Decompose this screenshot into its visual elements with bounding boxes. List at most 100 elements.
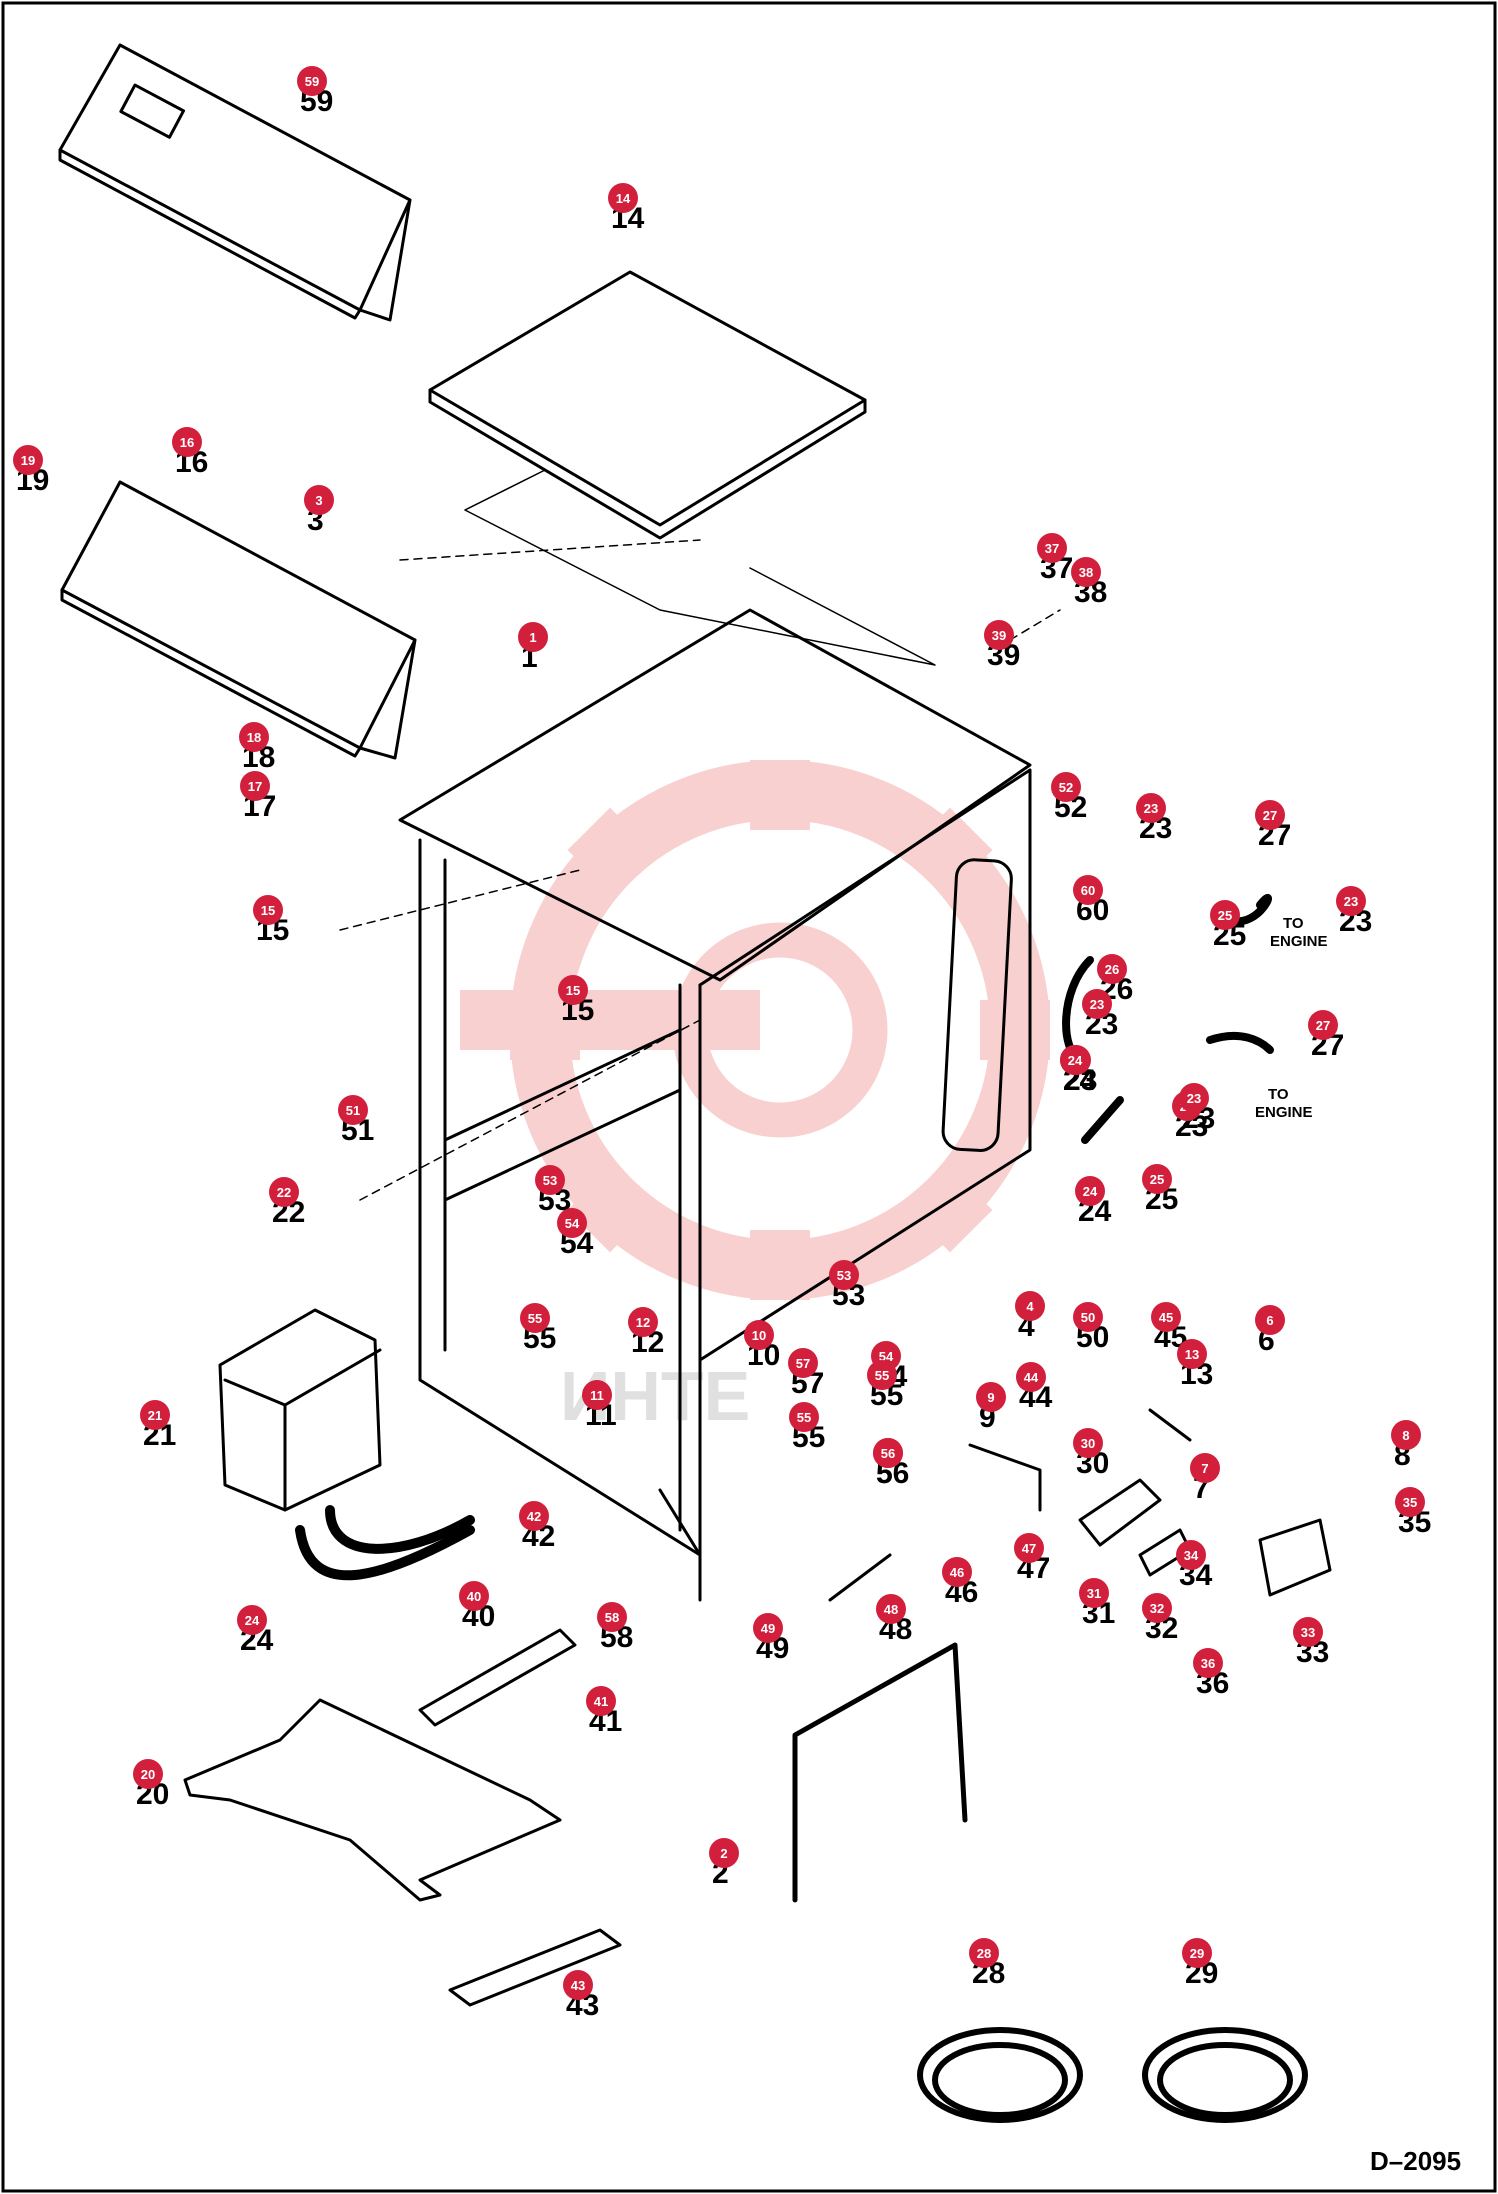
callout-2[interactable]: 2 [709,1838,739,1868]
svg-text:16: 16 [180,435,194,450]
callout-53[interactable]: 53 [535,1165,565,1195]
callout-9[interactable]: 9 [976,1382,1006,1412]
callout-39[interactable]: 39 [984,620,1014,650]
svg-text:33: 33 [1301,1625,1315,1640]
callout-52[interactable]: 52 [1051,772,1081,802]
svg-text:52: 52 [1059,780,1073,795]
callout-23[interactable]: 23 [1136,793,1166,823]
callout-3[interactable]: 3 [304,485,334,515]
callout-11[interactable]: 11 [582,1380,612,1410]
callout-42[interactable]: 42 [519,1501,549,1531]
callout-57[interactable]: 57 [788,1348,818,1378]
floor-mat-20 [183,1698,562,1902]
callout-51[interactable]: 51 [338,1095,368,1125]
callout-22[interactable]: 22 [269,1177,299,1207]
callout-43[interactable]: 43 [563,1970,593,2000]
seal-coil-29 [1142,2027,1308,2123]
callout-15[interactable]: 15 [558,975,588,1005]
callout-23[interactable]: 23 [1179,1083,1209,1113]
callout-7[interactable]: 7 [1190,1453,1220,1483]
callout-46[interactable]: 46 [942,1557,972,1587]
callout-29[interactable]: 29 [1182,1938,1212,1968]
callout-10[interactable]: 10 [744,1320,774,1350]
callout-38[interactable]: 38 [1071,557,1101,587]
callout-58[interactable]: 58 [597,1602,627,1632]
callout-25[interactable]: 25 [1210,900,1240,930]
callout-23[interactable]: 23 [1336,886,1366,916]
svg-text:28: 28 [977,1946,991,1961]
callout-56[interactable]: 56 [873,1438,903,1468]
callout-49[interactable]: 49 [753,1613,783,1643]
callout-17[interactable]: 17 [240,771,270,801]
cab-body-1 [398,608,1032,1602]
callout-53[interactable]: 53 [829,1260,859,1290]
callout-44[interactable]: 44 [1016,1362,1046,1392]
callout-19[interactable]: 19 [13,445,43,475]
callout-28[interactable]: 28 [969,1938,999,1968]
callout-26[interactable]: 26 [1097,954,1127,984]
callout-48[interactable]: 48 [876,1594,906,1624]
callout-18[interactable]: 18 [239,722,269,752]
callout-15[interactable]: 15 [253,895,283,925]
svg-text:29: 29 [1190,1946,1204,1961]
callout-50[interactable]: 50 [1073,1302,1103,1332]
callout-24[interactable]: 24 [1075,1176,1105,1206]
callout-25[interactable]: 25 [1142,1164,1172,1194]
callout-24[interactable]: 24 [1060,1045,1090,1075]
svg-text:12: 12 [636,1315,650,1330]
callout-55[interactable]: 55 [789,1402,819,1432]
callout-24[interactable]: 24 [237,1605,267,1635]
callout-34[interactable]: 34 [1176,1540,1206,1570]
note-to-engine-2-line2: ENGINE [1255,1104,1313,1121]
callout-45[interactable]: 45 [1151,1302,1181,1332]
step-plate-40 [418,1628,577,1727]
svg-text:51: 51 [346,1103,360,1118]
callout-33[interactable]: 33 [1293,1617,1323,1647]
svg-text:26: 26 [1105,962,1119,977]
callout-54[interactable]: 54 [557,1208,587,1238]
callout-32[interactable]: 32 [1142,1593,1172,1623]
callout-20[interactable]: 20 [133,1759,163,1789]
callout-21[interactable]: 21 [140,1400,170,1430]
callout-35[interactable]: 35 [1395,1487,1425,1517]
callout-47[interactable]: 47 [1014,1533,1044,1563]
callout-60[interactable]: 60 [1073,875,1103,905]
callout-27[interactable]: 27 [1308,1010,1338,1040]
svg-text:57: 57 [796,1356,810,1371]
svg-text:19: 19 [21,453,35,468]
callout-37[interactable]: 37 [1037,533,1067,563]
svg-text:54: 54 [565,1216,580,1231]
callout-13[interactable]: 13 [1177,1339,1207,1369]
svg-text:32: 32 [1150,1601,1164,1616]
callout-1[interactable]: 1 [518,622,548,652]
callout-27[interactable]: 27 [1255,800,1285,830]
callout-23[interactable]: 23 [1082,989,1112,1019]
svg-text:44: 44 [1024,1370,1039,1385]
svg-text:2: 2 [720,1846,727,1861]
svg-text:21: 21 [148,1408,162,1423]
callout-8[interactable]: 8 [1391,1420,1421,1450]
callout-14[interactable]: 14 [608,183,638,213]
svg-text:58: 58 [605,1610,619,1625]
note-to-engine-1-line1: TO [1283,915,1304,932]
callout-59[interactable]: 59 [297,66,327,96]
svg-text:25: 25 [1150,1172,1164,1187]
callout-30[interactable]: 30 [1073,1428,1103,1458]
svg-text:39: 39 [992,628,1006,643]
svg-text:23: 23 [1144,801,1158,816]
note-to-engine-1-line2: ENGINE [1270,933,1328,950]
callout-16[interactable]: 16 [172,427,202,457]
svg-text:8: 8 [1402,1428,1409,1443]
callout-55[interactable]: 55 [520,1303,550,1333]
svg-text:27: 27 [1316,1018,1330,1033]
callout-55[interactable]: 55 [867,1360,897,1390]
callout-31[interactable]: 31 [1079,1578,1109,1608]
callout-40[interactable]: 40 [459,1581,489,1611]
callout-41[interactable]: 41 [586,1686,616,1716]
callout-4[interactable]: 4 [1015,1291,1045,1321]
callout-12[interactable]: 12 [628,1307,658,1337]
svg-text:34: 34 [1184,1548,1199,1563]
callout-6[interactable]: 6 [1255,1305,1285,1335]
callout-36[interactable]: 36 [1193,1648,1223,1678]
